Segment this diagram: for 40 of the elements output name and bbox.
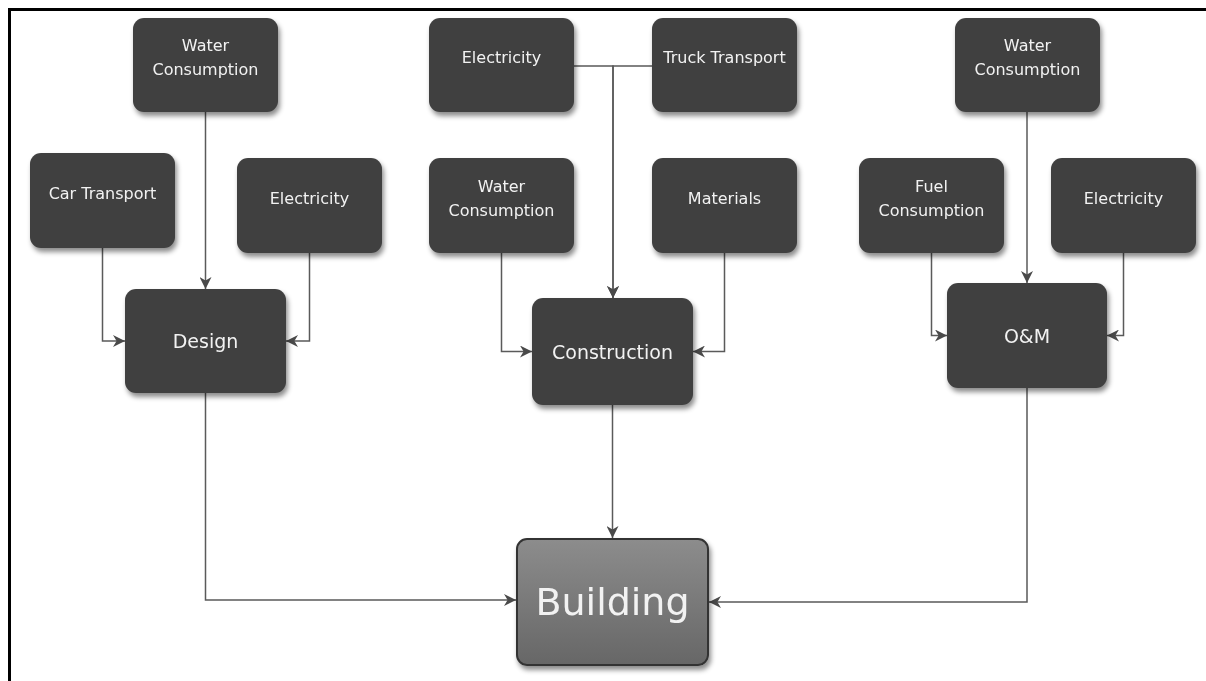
arrow xyxy=(199,111,212,290)
arrow xyxy=(101,247,126,347)
process-box xyxy=(30,153,175,248)
arrow xyxy=(692,252,726,358)
process-box xyxy=(955,18,1100,112)
node-label: Electricity xyxy=(461,47,542,69)
node-label: Truck Transport xyxy=(663,47,786,69)
node-label: Electricity xyxy=(269,187,350,210)
process-box xyxy=(125,289,286,393)
process-box xyxy=(532,298,693,405)
node-label: Water Consumption xyxy=(973,35,1082,81)
process-box xyxy=(429,158,574,253)
node-label: Design xyxy=(172,330,239,352)
node-label: Water Consumption xyxy=(447,175,556,222)
process-box xyxy=(652,158,797,253)
node-label: Materials xyxy=(687,187,762,210)
process-box xyxy=(652,18,797,112)
arrow xyxy=(607,65,653,299)
arrow xyxy=(1021,111,1033,284)
process-box xyxy=(133,18,278,112)
process-box xyxy=(859,158,1004,253)
arrow xyxy=(204,392,517,606)
node-label: Building xyxy=(535,580,690,624)
node-label: O&M xyxy=(1003,324,1051,347)
process-box xyxy=(429,18,574,112)
arrow xyxy=(500,252,533,358)
output-box xyxy=(516,538,709,666)
arrow xyxy=(930,252,948,342)
node-label: Fuel Consumption xyxy=(877,175,986,222)
node-label: Water Consumption xyxy=(151,35,260,81)
process-box xyxy=(1051,158,1196,253)
arrow xyxy=(1106,252,1125,342)
arrow xyxy=(285,252,311,347)
node-label: Car Transport xyxy=(48,182,157,205)
node-label: Electricity xyxy=(1083,187,1164,210)
arrow xyxy=(708,387,1028,608)
process-box xyxy=(947,283,1107,388)
node-label: Construction xyxy=(552,340,673,363)
arrow xyxy=(606,404,619,539)
process-box xyxy=(237,158,382,253)
